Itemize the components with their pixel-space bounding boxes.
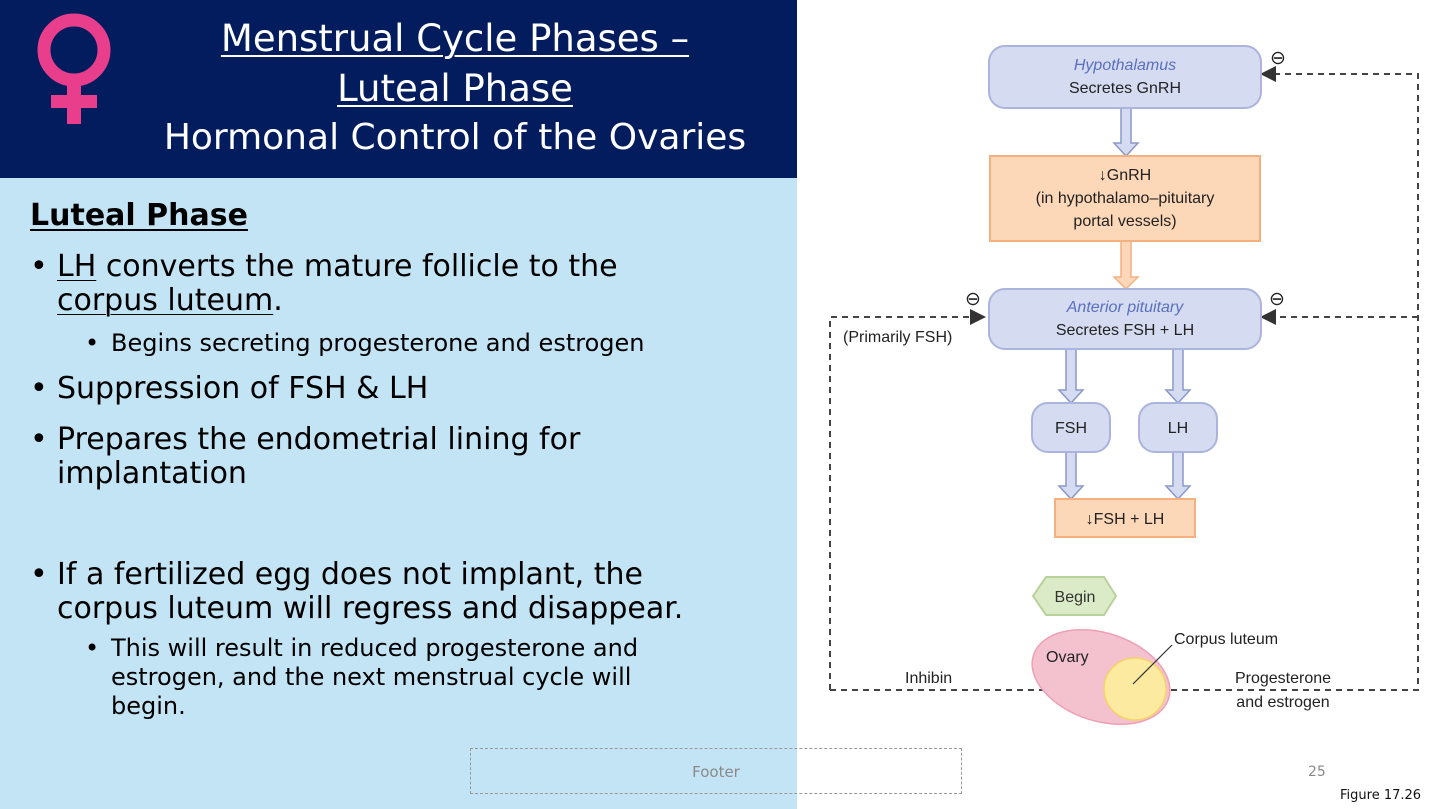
progesterone-label-line-2: and estrogen	[1236, 694, 1329, 711]
bullet-text: If a fertilized egg does not implant, th…	[57, 557, 643, 592]
title-bar: Menstrual Cycle Phases – Luteal Phase Ho…	[0, 0, 797, 178]
corpus-luteum-label: Corpus luteum	[1174, 631, 1278, 648]
bullet-dot: •	[30, 557, 48, 592]
inhibit-symbol-pituitary-right: ⊖	[1269, 289, 1285, 310]
footer-placeholder: Footer	[470, 748, 962, 794]
lh-label: LH	[1168, 420, 1188, 437]
arrow-gnrh-to-pituitary	[1112, 240, 1140, 291]
bullet-text-line2: implantation	[57, 456, 247, 491]
inhibin-label: Inhibin	[905, 670, 952, 687]
venus-symbol-icon	[37, 13, 111, 124]
bullet-dot: •	[30, 422, 48, 457]
arrow-pituitary-to-lh	[1164, 347, 1192, 405]
term-corpus-luteum: corpus luteum	[57, 283, 274, 318]
primarily-fsh-label: (Primarily FSH)	[843, 329, 952, 346]
arrow-fsh-to-result	[1057, 451, 1085, 501]
begin-hexagon	[1031, 576, 1118, 616]
gnrh-line-1: ↓GnRH	[1099, 167, 1151, 184]
outer-feedback-line	[830, 66, 1419, 691]
ovary-label: Ovary	[1046, 649, 1089, 666]
pituitary-title: Anterior pituitary	[1066, 299, 1184, 316]
arrow-hypothalamus-to-gnrh	[1112, 107, 1140, 158]
section-heading: Luteal Phase	[30, 198, 248, 233]
bullet-text: LH converts the mature follicle to the	[57, 250, 618, 284]
bullet-dot: •	[85, 634, 100, 662]
slide-number: 25	[1308, 764, 1326, 780]
hypothalamus-title: Hypothalamus	[1074, 57, 1176, 74]
inhibit-symbol-pituitary-left: ⊖	[965, 289, 981, 310]
bullet-text-line2: corpus luteum.	[57, 284, 283, 318]
lh-box	[1138, 402, 1218, 453]
inhibit-symbol-hypothalamus: ⊖	[1270, 48, 1286, 69]
figure-label: Figure 17.26	[1340, 788, 1422, 803]
bullet-dot: •	[30, 371, 48, 406]
inhibin-feedback-line	[829, 309, 986, 690]
pituitary-text: Secretes FSH + LH	[1056, 322, 1194, 339]
slide-subtitle: Hormonal Control of the Ovaries	[163, 117, 747, 158]
bullet-text: Prepares the endometrial lining for	[57, 422, 581, 457]
hypothalamus-box	[988, 45, 1262, 109]
gnrh-line-3: portal vessels)	[1073, 213, 1176, 230]
arrow-lh-to-result	[1164, 451, 1192, 501]
bullet-dot: •	[30, 249, 48, 284]
gnrh-line-2: (in hypothalamo–pituitary	[1036, 190, 1215, 207]
sub-bullet-text-line3: begin.	[111, 692, 186, 720]
fsh-lh-result-label: ↓FSH + LH	[1086, 511, 1165, 528]
sub-bullet-text: This will result in reduced progesterone…	[111, 634, 639, 662]
fsh-box	[1031, 402, 1111, 453]
fsh-lh-result-box	[1054, 498, 1196, 538]
gnrh-box	[989, 155, 1261, 242]
corpus-luteum-shape	[1103, 657, 1167, 721]
bullet-text: Suppression of FSH & LH	[57, 371, 429, 406]
bullet-text-rest: converts the mature follicle to the	[96, 249, 618, 284]
hypothalamus-text: Secretes GnRH	[1069, 80, 1181, 97]
feedback-loops	[829, 66, 1419, 691]
slide-title-line-2: Luteal Phase	[337, 67, 573, 110]
sub-bullet-text-line2: estrogen, and the next menstrual cycle w…	[111, 663, 632, 691]
flow-arrows	[1057, 107, 1192, 501]
slide-title-line-1: Menstrual Cycle Phases –	[220, 17, 690, 60]
progesterone-label-line-1: Progesterone	[1235, 670, 1331, 687]
bullet-period: .	[273, 283, 283, 318]
fsh-label: FSH	[1055, 420, 1087, 437]
bullet-text-line2: corpus luteum will regress and disappear…	[57, 591, 684, 626]
term-lh: LH	[57, 249, 97, 284]
corpus-luteum-leader-line	[1132, 644, 1173, 685]
pituitary-box	[988, 288, 1262, 350]
bullet-dot: •	[85, 329, 100, 357]
begin-label: Begin	[1055, 589, 1096, 606]
sub-bullet-text: Begins secreting progesterone and estrog…	[111, 329, 645, 357]
arrow-pituitary-to-fsh	[1057, 347, 1085, 405]
